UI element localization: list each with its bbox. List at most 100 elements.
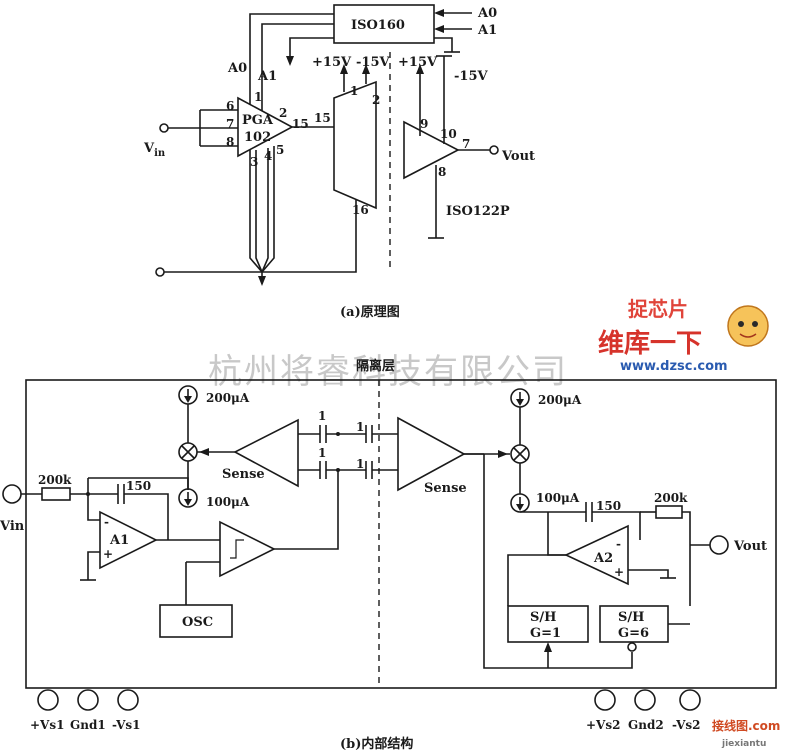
power-arrow-icon <box>416 64 424 74</box>
c150-right-label: 150 <box>596 499 621 513</box>
pin-6: 6 <box>226 99 234 113</box>
ground-arrow-icon <box>258 276 266 286</box>
svg-text:+: + <box>103 547 113 561</box>
pga-number: 102 <box>244 130 271 145</box>
ground-terminal <box>155 267 165 277</box>
a2-label: A2 <box>593 551 613 566</box>
isolation-module <box>333 80 377 210</box>
sense-amp-left <box>233 418 299 488</box>
logo-url-text: www.dzsc.com <box>620 359 728 374</box>
pga-a0-label: A0 <box>227 61 247 76</box>
caption-b: (b)内部结构 <box>340 736 413 751</box>
sense-right-label: Sense <box>424 481 467 496</box>
site-logo: 捉芯片 维库一下 www.dzsc.com <box>598 297 769 374</box>
pin-2: 2 <box>279 106 287 120</box>
pin-vs1-minus <box>117 689 139 711</box>
down-arrow-icon <box>286 56 294 66</box>
power-arrow-icon <box>362 64 370 74</box>
schematic-a: ISO160 A0 A1 A0 A1 PGA 102 6 7 8 1 2 3 4… <box>143 4 535 320</box>
pin-gnd1 <box>77 689 99 711</box>
company-watermark: 杭州将睿科技有限公司 <box>208 352 568 392</box>
mux-pin-15: 15 <box>314 111 331 125</box>
resistor-200k-right <box>655 505 683 519</box>
mux-pin-2: 2 <box>372 93 380 107</box>
r200k-right-label: 200k <box>654 491 688 505</box>
pga-a1-label: A1 <box>257 69 277 84</box>
pga102-amplifier <box>237 96 294 158</box>
vout-label: Vout <box>501 149 535 164</box>
cap-1a: 1 <box>318 409 326 423</box>
power-arrow-icon <box>340 64 348 74</box>
vin-terminal <box>159 123 169 133</box>
vin-pin <box>2 484 22 504</box>
out-pin-8: 8 <box>438 165 446 179</box>
hysteresis-icon <box>230 539 244 559</box>
trigger-arrow-icon <box>544 642 552 652</box>
pin-vs1-plus <box>37 689 59 711</box>
osc-label: OSC <box>182 615 213 630</box>
pin-vs2-plus <box>594 689 616 711</box>
pin-gnd1-label: Gnd1 <box>70 718 106 732</box>
a1-input-label: A1 <box>477 23 497 38</box>
pga-name: PGA <box>242 113 274 128</box>
vin-pin-label: Vin <box>0 519 25 534</box>
resistor-200k-left <box>41 487 71 501</box>
schematic-b: 隔离层 200μA 100μA Sense 1 1 <box>0 358 777 751</box>
i100-left-label: 100μA <box>206 495 250 509</box>
corner-watermark-sub: jiexiantu <box>721 739 766 749</box>
pin-vs1-minus-label: -Vs1 <box>112 718 141 732</box>
iso122p-amplifier <box>403 120 460 180</box>
oscillator-block <box>159 604 233 638</box>
pin-1: 1 <box>254 90 262 104</box>
barrier-label: 隔离层 <box>356 358 395 374</box>
a1-label: A1 <box>109 533 129 548</box>
iso122p-label: ISO122P <box>446 204 510 219</box>
iso160-label: ISO160 <box>351 18 405 33</box>
sense-left-label: Sense <box>222 467 265 482</box>
signal-arrow-icon <box>498 450 508 458</box>
pin-5: 5 <box>276 143 284 157</box>
svg-text:+: + <box>614 565 624 579</box>
cap-1b: 1 <box>318 446 326 460</box>
opamp-a1 <box>99 510 158 570</box>
pin-7: 7 <box>226 117 234 131</box>
svg-text:-: - <box>104 515 109 529</box>
sh1-bot-label: G=1 <box>530 626 561 641</box>
sh6-bot-label: G=6 <box>618 626 649 641</box>
r200k-left-label: 200k <box>38 473 72 487</box>
out-pin-10: 10 <box>440 127 457 141</box>
pin-gnd2-label: Gnd2 <box>628 718 664 732</box>
mux-pin-16: 16 <box>352 203 369 217</box>
comparator <box>219 520 276 578</box>
cap-1d: 1 <box>356 457 364 471</box>
i100-right-label: 100μA <box>536 491 580 505</box>
a1-arrow-icon <box>434 25 444 33</box>
cap-1c: 1 <box>356 420 364 434</box>
pin-vs1-plus-label: +Vs1 <box>30 718 64 732</box>
plus15v-right: +15V <box>398 55 438 70</box>
minus15v-left: -15V <box>356 55 390 70</box>
logo-top-text: 捉芯片 <box>628 297 688 321</box>
logo-mid-text: 维库一下 <box>598 328 702 359</box>
sense-amp-right <box>397 416 466 492</box>
inverted-trigger-icon <box>627 642 637 652</box>
pin-vs2-plus-label: +Vs2 <box>586 718 620 732</box>
vout-pin-label: Vout <box>733 539 767 554</box>
vout-pin <box>709 535 729 555</box>
sh1-top-label: S/H <box>530 610 556 625</box>
signal-arrow-icon <box>199 448 209 456</box>
svg-text:-: - <box>616 537 621 551</box>
pin-gnd2 <box>634 689 656 711</box>
pin-vs2-minus <box>679 689 701 711</box>
a0-input-label: A0 <box>477 6 497 21</box>
minus15v-right: -15V <box>454 69 488 84</box>
i200-left-label: 200μA <box>206 391 250 405</box>
opamp-a2 <box>564 524 629 586</box>
i200-right-label: 200μA <box>538 393 582 407</box>
vin-label: Vin <box>143 141 166 159</box>
sh6-top-label: S/H <box>618 610 644 625</box>
mux-pin-1: 1 <box>350 84 358 98</box>
sample-hold-g1 <box>507 605 589 643</box>
sample-hold-g6 <box>599 605 669 643</box>
